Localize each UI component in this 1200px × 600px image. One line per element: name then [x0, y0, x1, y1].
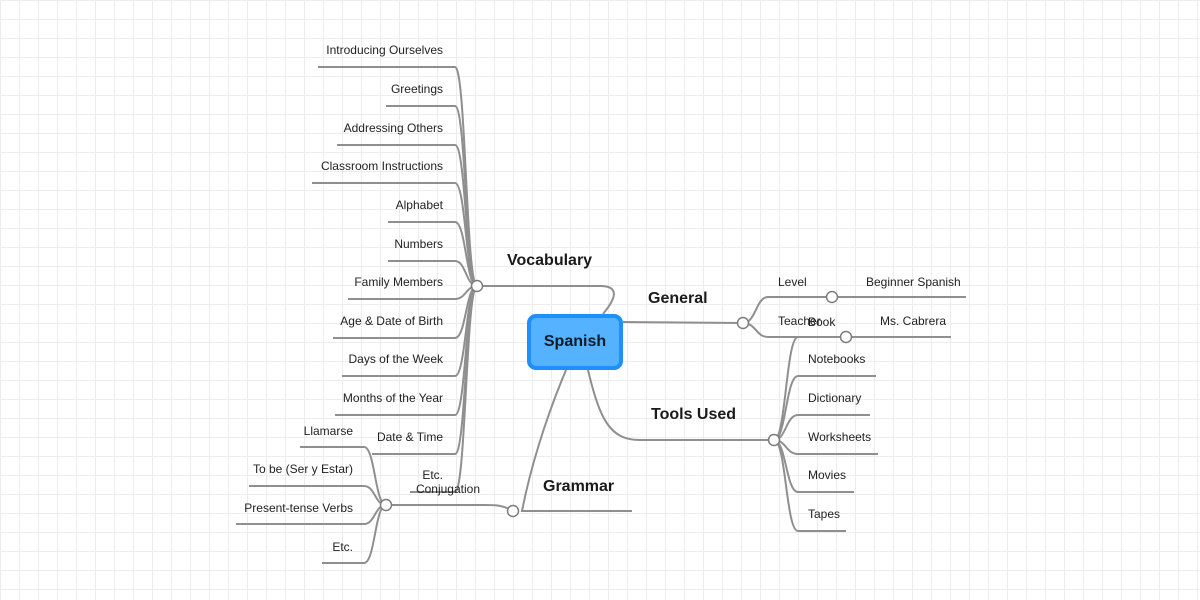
vocab-item[interactable]: Etc. — [422, 468, 443, 482]
branch-tools-used[interactable]: Tools Used — [651, 406, 737, 423]
connector-vocabulary — [477, 285, 615, 315]
tools-item[interactable]: Tapes — [808, 507, 841, 521]
connector-vocab-1 — [318, 66, 478, 287]
grammar-item[interactable]: Llamarse — [303, 424, 353, 438]
tools-item[interactable]: Notebooks — [808, 352, 866, 366]
vocab-item[interactable]: Introducing Ourselves — [326, 43, 443, 57]
branch-vocabulary[interactable]: Vocabulary — [507, 252, 593, 269]
collapse-node-teacher[interactable] — [839, 330, 853, 344]
vocab-item[interactable]: Date & Time — [376, 430, 443, 444]
branch-general[interactable]: General — [648, 290, 708, 307]
tools-item[interactable]: Worksheets — [808, 430, 872, 444]
vocab-item[interactable]: Greetings — [390, 82, 443, 96]
connector-grammar-conjugation — [386, 504, 514, 512]
general-level-value[interactable]: Beginner Spanish — [866, 275, 961, 289]
connector-vocab-12 — [410, 285, 478, 493]
collapse-node-grammar[interactable] — [506, 504, 520, 518]
grammar-conjugation[interactable]: Conjugation — [415, 482, 480, 496]
general-teacher-value[interactable]: Ms. Cabrera — [880, 314, 947, 328]
vocab-item[interactable]: Alphabet — [395, 198, 443, 212]
vocab-item[interactable]: Months of the Year — [342, 391, 443, 405]
vocab-item[interactable]: Family Members — [354, 275, 443, 289]
grammar-item[interactable]: Present-tense Verbs — [244, 501, 353, 515]
connector-vocab-4 — [312, 182, 478, 287]
connector-tools — [587, 369, 774, 441]
vocab-item[interactable]: Days of the Week — [348, 352, 444, 366]
vocab-item[interactable]: Age & Date of Birth — [340, 314, 443, 328]
grammar-item[interactable]: Etc. — [332, 540, 353, 554]
connector-grammar — [520, 369, 632, 512]
vocab-item[interactable]: Numbers — [394, 237, 443, 251]
vocab-item[interactable]: Classroom Instructions — [320, 159, 443, 173]
connector-vocab-8 — [333, 285, 478, 339]
general-level-label[interactable]: Level — [778, 275, 807, 289]
tools-item[interactable]: Dictionary — [808, 391, 862, 405]
collapse-node-conjugation[interactable] — [379, 498, 393, 512]
collapse-node-level[interactable] — [825, 290, 839, 304]
central-topic[interactable]: Spanish — [527, 314, 623, 370]
connector-conj-1 — [300, 446, 387, 506]
branch-grammar[interactable]: Grammar — [543, 478, 615, 495]
connector-general — [622, 321, 744, 324]
general-teacher-label[interactable]: Teacher — [778, 314, 821, 328]
vocab-item[interactable]: Addressing Others — [343, 121, 443, 135]
collapse-node-general[interactable] — [736, 316, 750, 330]
grammar-item[interactable]: To be (Ser y Estar) — [252, 462, 353, 476]
collapse-node-vocabulary[interactable] — [470, 279, 484, 293]
connector-vocab-11 — [372, 285, 478, 455]
central-topic-label: Spanish — [543, 333, 607, 350]
tools-item[interactable]: Book — [808, 315, 836, 329]
collapse-node-tools[interactable] — [767, 433, 781, 447]
tools-item[interactable]: Movies — [808, 468, 847, 482]
